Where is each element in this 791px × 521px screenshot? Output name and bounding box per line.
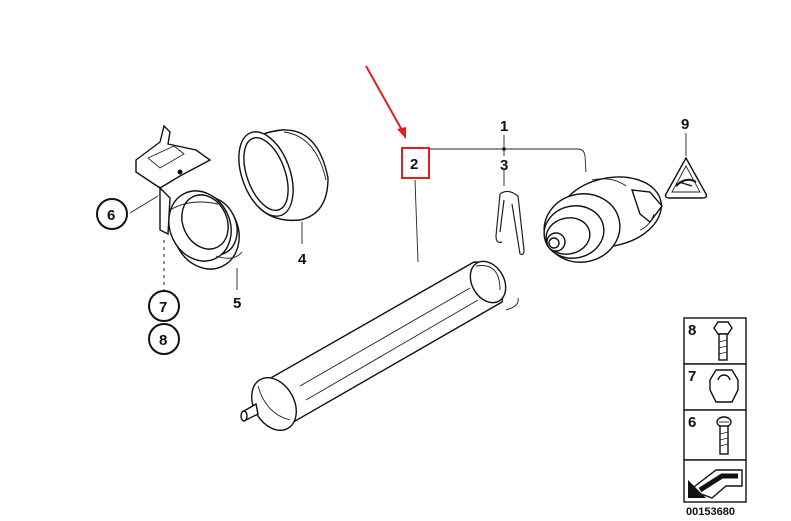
callout-7: 7 bbox=[159, 299, 167, 316]
direction-arrow-icon bbox=[688, 469, 743, 499]
callout-1: 1 bbox=[500, 118, 508, 135]
retaining-clip bbox=[495, 190, 525, 256]
warning-label-triangle bbox=[664, 156, 708, 199]
screw-icon bbox=[716, 416, 732, 455]
callout-7-circle: 7 bbox=[148, 290, 180, 322]
fuel-filter-cylinder bbox=[240, 260, 519, 431]
callout-4: 4 bbox=[298, 251, 307, 268]
highlight-arrow bbox=[365, 65, 406, 139]
callout-8-circle: 8 bbox=[148, 323, 180, 355]
callout-3: 3 bbox=[500, 157, 508, 174]
hex-nut-icon bbox=[709, 369, 739, 403]
legend-item-6-number: 6 bbox=[688, 414, 696, 431]
clamp-bracket bbox=[135, 124, 243, 270]
callout-5: 5 bbox=[233, 295, 241, 312]
callout-bracket bbox=[430, 135, 587, 186]
callout-6-circle: 6 bbox=[96, 198, 128, 230]
callout-6: 6 bbox=[107, 207, 115, 224]
callout-9: 9 bbox=[681, 116, 689, 133]
legend-item-7-number: 7 bbox=[688, 368, 696, 385]
callout-2: 2 bbox=[410, 156, 418, 173]
hardware-legend: 8 7 6 0015 bbox=[683, 317, 747, 518]
diagram-id: 00153680 bbox=[686, 506, 735, 518]
callout-8: 8 bbox=[159, 332, 167, 349]
callout-2-highlight-box bbox=[401, 147, 430, 179]
leader-6 bbox=[129, 195, 159, 214]
legend-item-8-number: 8 bbox=[688, 322, 696, 339]
pressure-regulator bbox=[543, 176, 663, 263]
bolt-icon bbox=[713, 321, 733, 361]
rubber-sleeve bbox=[238, 129, 329, 222]
leader-2 bbox=[414, 179, 419, 263]
